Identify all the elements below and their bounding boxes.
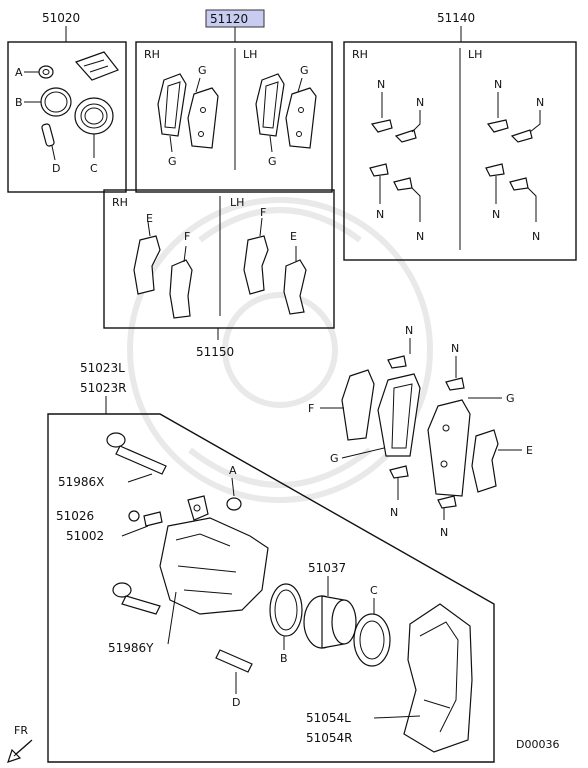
callout-c: C — [90, 162, 98, 175]
callout-n-7: N — [492, 208, 500, 221]
piston-51037 — [303, 595, 357, 649]
callout-b-2: B — [280, 652, 288, 665]
pin-boot-d-2 — [215, 649, 253, 673]
label-51120[interactable]: 51120 — [210, 12, 248, 26]
dust-cap-a-2 — [226, 497, 242, 511]
callout-n-11: N — [390, 506, 398, 519]
label-51026: 51026 — [56, 509, 94, 523]
pad-rh-inner — [187, 87, 219, 149]
bleeder-cap-51026 — [128, 510, 140, 522]
clips-loose — [387, 338, 465, 520]
callout-g-5: G — [330, 452, 339, 465]
callout-e-1: E — [146, 212, 153, 225]
diagram-code: D00036 — [516, 738, 559, 751]
callout-f-3: F — [308, 402, 314, 415]
caliper-bracket — [403, 603, 473, 753]
callout-n-8: N — [532, 230, 540, 243]
side-lh-2: LH — [468, 48, 482, 61]
side-lh-3: LH — [230, 196, 244, 209]
guide-bolt-x — [106, 432, 167, 475]
dust-cap-a — [38, 65, 54, 79]
bleeder-screw-51002 — [143, 511, 163, 527]
box-caliper-assembly — [47, 413, 495, 763]
grease-packet — [74, 51, 119, 81]
box-shim-kit — [103, 189, 335, 329]
side-rh-1: RH — [144, 48, 160, 61]
callout-e-3: E — [526, 444, 533, 457]
callout-g-4: G — [268, 155, 277, 168]
pin-boot-d — [41, 123, 55, 147]
label-51986Y: 51986Y — [108, 641, 154, 655]
callout-d-2: D — [232, 696, 240, 709]
callout-g-2: G — [168, 155, 177, 168]
callout-n-3: N — [376, 208, 384, 221]
callout-n-4: N — [416, 230, 424, 243]
label-51023L: 51023L — [80, 361, 125, 375]
caliper-body — [159, 495, 269, 615]
callout-f-2: F — [260, 206, 266, 219]
label-51037: 51037 — [308, 561, 346, 575]
front-arrow-icon — [7, 739, 33, 763]
clips-lh — [485, 92, 541, 222]
callout-g-1: G — [198, 64, 207, 77]
fr-label: FR — [14, 724, 28, 737]
label-51023R: 51023R — [80, 381, 127, 395]
box-seal-kit — [7, 41, 127, 193]
label-51002: 51002 — [66, 529, 104, 543]
callout-g-3: G — [300, 64, 309, 77]
callout-e-2: E — [290, 230, 297, 243]
side-rh-3: RH — [112, 196, 128, 209]
pad-lh-outer — [255, 73, 285, 137]
pad-rh-outer — [157, 73, 187, 137]
piston-boot-c-2 — [353, 613, 391, 667]
label-51054L: 51054L — [306, 711, 351, 725]
side-lh-1: LH — [243, 48, 257, 61]
callout-n-12: N — [440, 526, 448, 539]
shims-rh — [133, 221, 193, 319]
callout-n-2: N — [416, 96, 424, 109]
box-pad-set — [135, 41, 333, 193]
callout-d: D — [52, 162, 60, 175]
box-clip-kit — [343, 41, 577, 261]
shims-lh — [243, 217, 307, 315]
side-rh-2: RH — [352, 48, 368, 61]
label-51140: 51140 — [437, 11, 475, 25]
label-51986X: 51986X — [58, 475, 104, 489]
callout-g-6: G — [506, 392, 515, 405]
callout-f-1: F — [184, 230, 190, 243]
watermark-emblem — [127, 197, 433, 503]
callout-a: A — [15, 66, 23, 79]
callout-n-5: N — [494, 78, 502, 91]
callout-n-6: N — [536, 96, 544, 109]
callout-n-1: N — [377, 78, 385, 91]
callout-c-2: C — [370, 584, 378, 597]
label-51054R: 51054R — [306, 731, 353, 745]
callout-a-2: A — [229, 464, 237, 477]
guide-bolt-y — [112, 582, 161, 615]
pad-group-loose — [341, 369, 499, 497]
label-51020: 51020 — [42, 11, 80, 25]
pad-lh-inner — [285, 87, 317, 149]
clips-rh — [369, 92, 421, 222]
callout-b: B — [15, 96, 23, 109]
label-51150: 51150 — [196, 345, 234, 359]
callout-n-10: N — [451, 342, 459, 355]
callout-n-9: N — [405, 324, 413, 337]
